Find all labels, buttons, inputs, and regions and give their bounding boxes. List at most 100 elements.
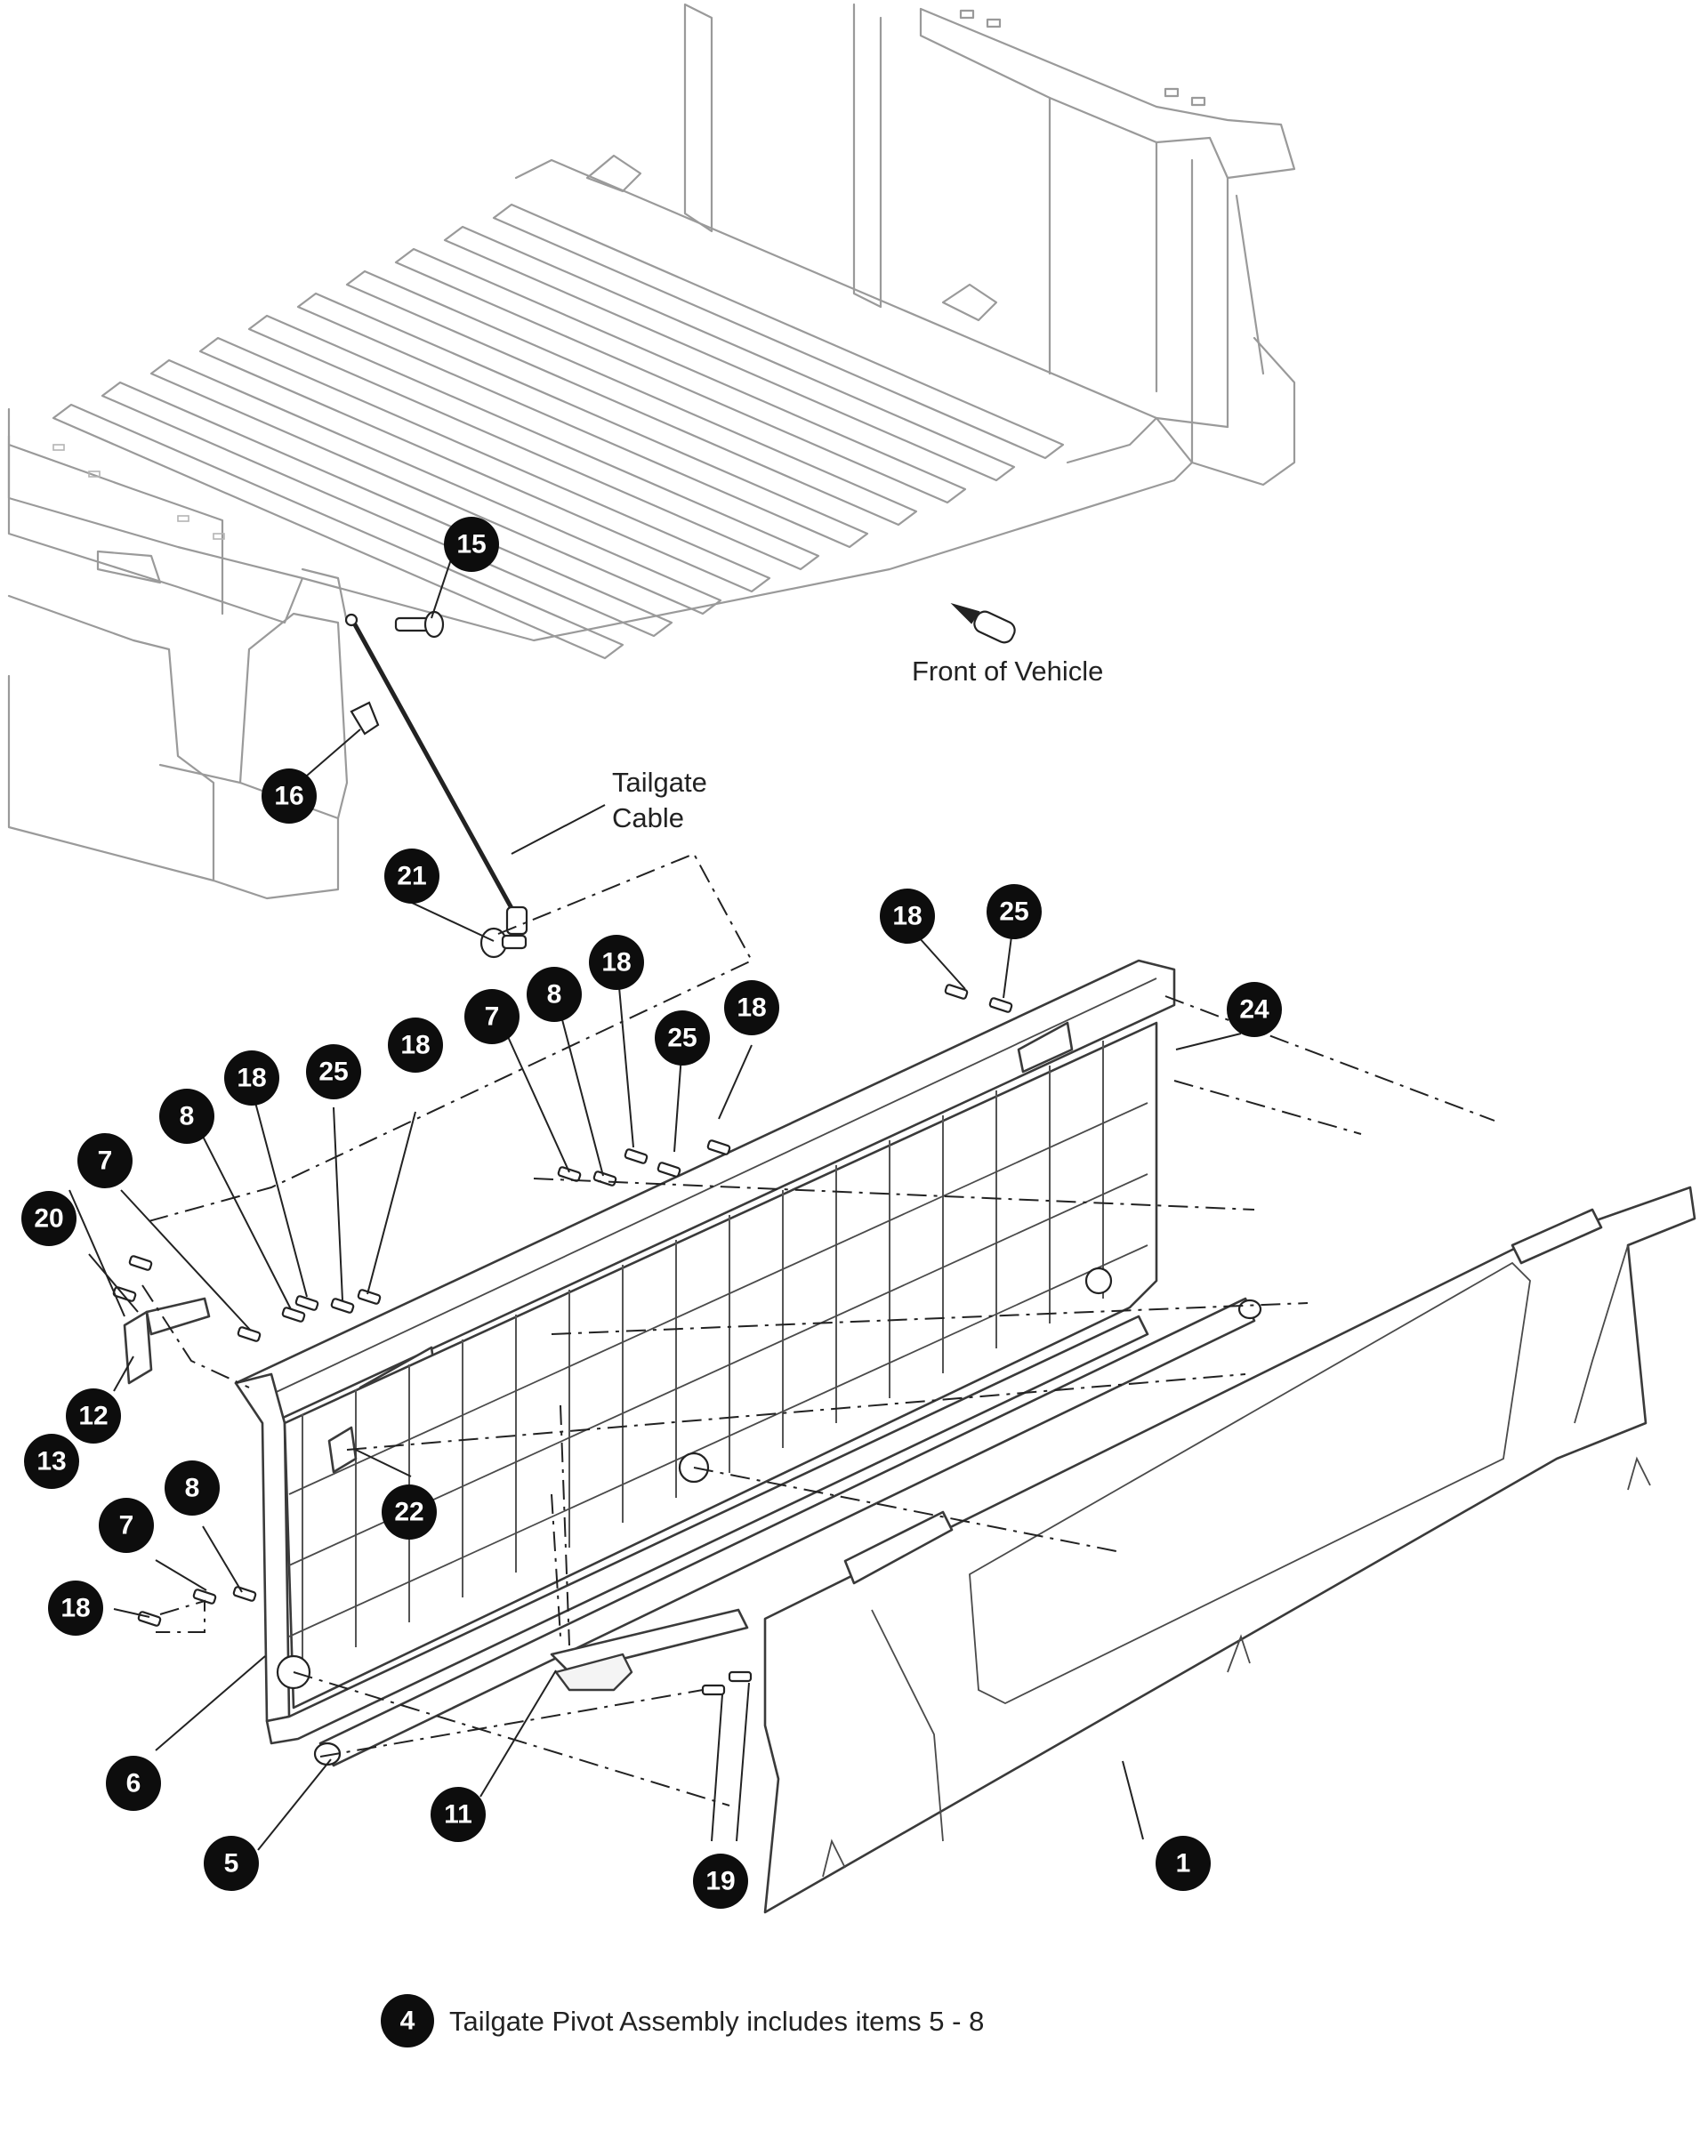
callout-number: 18 [237,1064,266,1093]
callout-number: 1 [1176,1849,1191,1878]
callout-c7b: 7 [77,1133,133,1188]
callout-c1: 1 [1156,1836,1211,1891]
callout-circle [693,1854,748,1909]
callout-number: 20 [34,1204,63,1234]
fastener [357,1289,382,1305]
callout-circle [224,1050,279,1106]
callout-c18d: 18 [224,1050,279,1106]
callout-circle [99,1498,154,1553]
bed-floor-rib [492,203,1065,460]
callout-c24: 24 [1227,982,1282,1037]
callout-number: 19 [705,1867,735,1896]
fastener [706,1139,731,1155]
tailgate-cable-label-line1: Tailgate [612,767,707,798]
callout-number: 16 [274,782,303,811]
callout-circle [48,1581,103,1636]
callout-number: 8 [180,1102,195,1131]
callout-c12: 12 [66,1388,121,1444]
callout-circle [655,1010,710,1066]
bed-floor-rib [198,336,771,593]
tailgate-frame [234,959,1176,1745]
bed-floor-rib [52,403,624,660]
callout-number: 5 [224,1849,239,1878]
callout-circle [21,1191,77,1246]
pivot-rod [313,1297,1262,1767]
callout-number: 18 [737,994,766,1023]
footnote-callout-circle [381,1994,434,2047]
callout-c21: 21 [384,849,439,904]
callout-number: 25 [318,1058,348,1087]
callout-c18b: 18 [589,935,644,990]
callout-circle [204,1836,259,1891]
callout-c25c: 25 [306,1044,361,1099]
callout-c18a: 18 [880,889,935,944]
callout-number: 25 [667,1024,697,1053]
callout-leaders [68,551,1242,1851]
callout-number: 7 [98,1146,113,1176]
tailgate-cable [344,613,528,936]
callout-c8a: 8 [527,967,582,1022]
callout-number: 24 [1239,995,1269,1025]
tailgate-cable-leader [511,804,606,855]
callout-number: 6 [126,1769,141,1798]
callout-circle [1227,982,1282,1037]
callout-circle [306,1044,361,1099]
callout-number: 18 [60,1594,90,1623]
callout-c25b: 25 [655,1010,710,1066]
callout-circle [724,980,779,1035]
callout-number: 8 [547,980,562,1010]
fastener [624,1148,649,1164]
fastener [294,1295,319,1311]
callout-c18f: 18 [48,1581,103,1636]
bed-floor-rib [394,247,967,504]
callout-number: 18 [892,902,922,931]
callout-circle [464,989,520,1044]
callout-number: 18 [400,1031,430,1060]
callout-c8b: 8 [159,1089,214,1144]
callout-c11: 11 [431,1787,486,1842]
callout-circle [24,1434,79,1489]
front-of-vehicle-arrow-icon [950,602,1016,644]
tailgate-bracket-22 [327,1426,358,1474]
callout-c7a: 7 [464,989,520,1044]
frame-grid-rail [288,1244,1148,1637]
callout-c19: 19 [693,1854,748,1909]
callout-number: 8 [185,1474,200,1503]
callout-c25a: 25 [987,884,1042,939]
frame-grid-rail [288,1102,1148,1495]
fastener [330,1298,355,1314]
outer-tailgate-panel [763,1186,1696,1914]
callout-c16: 16 [262,768,317,824]
callout-circle [589,935,644,990]
callout-circle [388,1018,443,1073]
callout-number: 11 [444,1800,472,1830]
callout-number: 7 [485,1002,500,1032]
callout-circle [382,1484,437,1540]
fastener [137,1611,162,1627]
callout-number: 12 [78,1402,108,1431]
callout-circle [159,1089,214,1144]
footnote-text: Tailgate Pivot Assembly includes items 5… [449,2006,984,2037]
bolt-15 [394,610,445,639]
callout-c18c: 18 [724,980,779,1035]
callout-c18e: 18 [388,1018,443,1073]
callout-number: 15 [456,530,486,559]
fastener [128,1255,153,1271]
callout-circle [1156,1836,1211,1891]
explosion-lines [141,852,1495,1806]
fastener [944,984,969,1000]
bed-floor-rib [149,358,722,615]
front-of-vehicle-label: Front of Vehicle [912,656,1103,687]
callout-circle [106,1756,161,1811]
bed-floor-rib [443,225,1016,482]
callout-number: 21 [397,862,426,891]
callout-c22: 22 [382,1484,437,1540]
pin-21 [479,927,528,959]
callout-circle [880,889,935,944]
callout-number: 22 [394,1498,423,1527]
cargo-bed-drawing [7,3,1296,900]
callout-circle [262,768,317,824]
bed-floor-rib [296,292,869,549]
callout-c7c: 7 [99,1498,154,1553]
